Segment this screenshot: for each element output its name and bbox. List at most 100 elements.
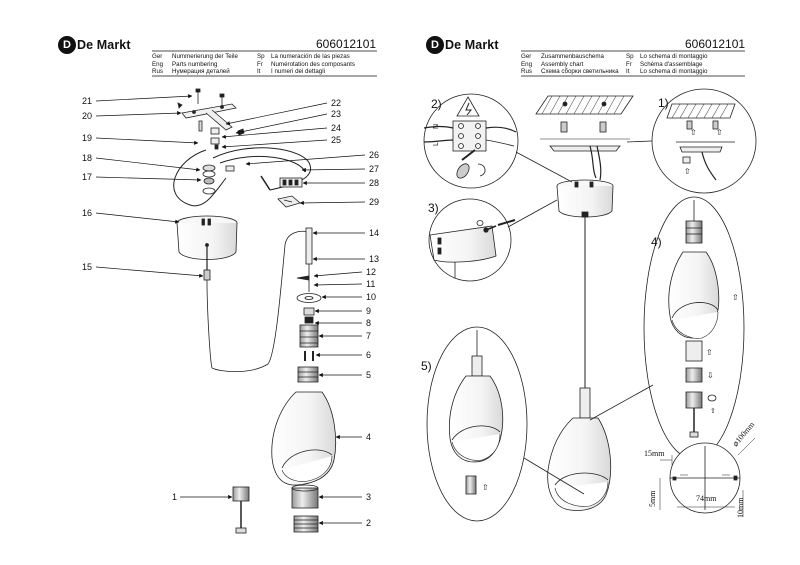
- detail-callout-4: ⇧ ⇧ ⇩ ⇧: [589, 196, 745, 460]
- part-number: 26: [369, 150, 379, 160]
- terminal-block: [260, 175, 303, 191]
- lang-code: Eng: [152, 60, 164, 68]
- ground-screw-part: [210, 127, 220, 150]
- product-code-right: 606012101: [685, 37, 746, 51]
- assembled-shade: [547, 387, 612, 511]
- step-label-4: 4): [651, 235, 662, 249]
- lang-code: Rus: [152, 68, 164, 76]
- part-numbers: 21 20 19 18 17 16 15 1 22 23 24 25 26 27…: [82, 96, 379, 528]
- svg-text:⇧: ⇧: [732, 293, 739, 302]
- detail-callout-1: ⇧ ⇧ ⇧: [626, 88, 757, 194]
- part-number: 19: [82, 133, 92, 143]
- step-label-1: 1): [658, 96, 669, 110]
- header-text: Nummerierung der Teile: [172, 53, 238, 60]
- part-number: 16: [82, 208, 92, 218]
- lang-code: Sp: [626, 53, 634, 60]
- part-number: 27: [369, 164, 379, 174]
- part-number: 11: [366, 279, 375, 289]
- part-number: 14: [369, 228, 379, 238]
- brand-logo-right: D De Markt: [426, 36, 499, 54]
- lang-code: Ger: [521, 53, 532, 60]
- header-text: Lo schema di montaggio: [640, 68, 708, 76]
- ground-plate: [277, 195, 301, 208]
- step-label-3: 3): [428, 201, 439, 215]
- lang-code: Rus: [521, 68, 533, 76]
- header-text: Lo schema di montaggio: [640, 53, 708, 60]
- header-left: Ger Nummerierung der Teile Eng Parts numbe…: [152, 53, 377, 76]
- part-number: 23: [331, 109, 341, 119]
- product-code-left: 606012101: [316, 37, 377, 51]
- detail-callout-5: ⇧: [426, 326, 585, 522]
- assembled-canopy: [556, 179, 614, 390]
- part-number: 12: [366, 267, 376, 277]
- part-number: 18: [82, 153, 92, 163]
- detail-callout-2: [423, 93, 573, 189]
- header-text: Parts numbering: [172, 60, 218, 68]
- part-number: 10: [366, 292, 376, 302]
- lang-code: Sp: [257, 53, 265, 60]
- ceiling-screws: [540, 121, 630, 181]
- part-number: 7: [366, 331, 371, 341]
- lang-code: It: [626, 68, 630, 76]
- rod-assembly: [296, 227, 322, 383]
- header-rules: [152, 50, 745, 77]
- part-number: 24: [331, 123, 341, 133]
- suspension-cable: [203, 230, 309, 373]
- lang-code: Eng: [521, 60, 533, 68]
- step-labels: 1) 2) 3) 4) 5) N L: [421, 96, 669, 373]
- part-number: 13: [369, 254, 379, 264]
- mounting-bracket: [181, 103, 237, 131]
- header-right: Ger Zusammenbauschema Eng Assembly chart R…: [521, 53, 746, 76]
- glass-shade: [271, 391, 336, 486]
- header-text: La numeración de las piezas: [271, 53, 350, 60]
- dimension-diameter: ⌀100mm: [731, 419, 757, 448]
- lang-code: Fr: [257, 60, 263, 68]
- step-label-5: 5): [421, 359, 432, 373]
- svg-text:⇧: ⇧: [706, 348, 713, 357]
- svg-text:⇧: ⇧: [684, 167, 691, 176]
- part-number: 28: [369, 178, 379, 188]
- part-number: 20: [82, 111, 92, 121]
- header-text: Assembly chart: [541, 60, 584, 68]
- canopy-part: [176, 215, 238, 260]
- dimension-10mm: 10mm: [736, 497, 745, 518]
- header-text: Zusammenbauschema: [541, 53, 604, 60]
- step-label-2: 2): [431, 97, 442, 111]
- detail-callout-3: [428, 198, 558, 282]
- ceiling-plate: [535, 95, 634, 115]
- part-number: 9: [366, 306, 371, 316]
- svg-text:⇧: ⇧: [716, 128, 723, 137]
- brand-name: De Markt: [445, 38, 499, 52]
- live-label: L: [433, 142, 440, 146]
- part-number: 17: [82, 172, 92, 182]
- svg-text:⇧: ⇧: [482, 483, 489, 492]
- dimension-5mm: 5mm: [648, 490, 657, 507]
- part-number: 29: [369, 197, 379, 207]
- header-text: I numeri dei dettagli: [271, 68, 325, 76]
- dimension-drawing: [659, 437, 756, 517]
- thread-ring-part: [293, 515, 319, 533]
- part-number: 22: [331, 98, 341, 108]
- brand-logo-left: D De Markt: [58, 36, 131, 54]
- header-text: Schéma d'assemblage: [640, 60, 703, 68]
- lang-code: Ger: [152, 53, 163, 60]
- part-number: 15: [82, 262, 92, 272]
- brand-name: De Markt: [77, 38, 131, 52]
- part-number: 4: [366, 432, 371, 442]
- screw-part: [177, 88, 225, 109]
- part-number: 1: [172, 492, 177, 502]
- sleeve-part: [291, 484, 319, 509]
- part-number: 8: [366, 318, 371, 328]
- part-number: 5: [366, 370, 371, 380]
- exploded-view: [173, 88, 336, 534]
- svg-text:⇧: ⇧: [690, 128, 697, 137]
- brand-mark-icon: D: [426, 36, 444, 54]
- hook-nut-part: [202, 164, 235, 195]
- part-number: 2: [366, 518, 371, 528]
- lang-code: Fr: [626, 60, 632, 68]
- brand-mark-icon: D: [58, 36, 76, 54]
- part-number: 3: [366, 492, 371, 502]
- header-text: Нумерация деталей: [172, 68, 230, 76]
- part-number: 21: [82, 96, 92, 106]
